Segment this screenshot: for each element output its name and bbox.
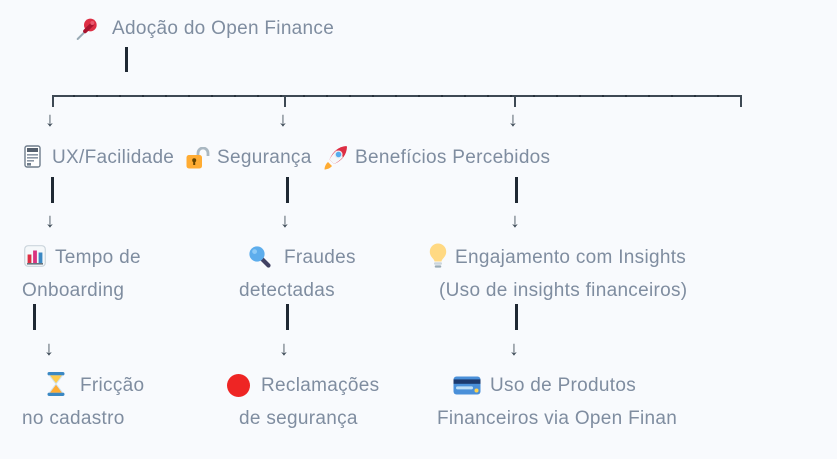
node-beneficios-percebidos: Benefícios Percebidos [355,147,551,168]
light-bulb-icon [429,243,447,268]
node-ux-facilidade: UX/Facilidade [52,147,175,168]
branch-tee-middle [284,95,286,107]
pushpin-icon [76,18,97,40]
bar-chart-icon [24,245,46,267]
arrow-down: ↓ [279,338,289,360]
arrow-down: ↓ [508,109,518,131]
node-tempo-de-onboarding-line1: Tempo de [55,247,141,268]
node-reclamacoes-seguranca-line2: de segurança [239,408,358,429]
root-connector-bar [125,47,128,72]
red-circle-icon [227,374,250,397]
node-tempo-de-onboarding-line2: Onboarding [22,280,125,301]
connector-bar [515,304,518,330]
connector-bar [515,177,518,203]
arrow-down: ↓ [45,109,55,131]
arrow-down: ↓ [45,210,55,232]
open-lock-icon [186,147,210,169]
node-seguranca: Segurança [217,147,312,168]
node-engajamento-insights-line2: (Uso de insights financeiros) [439,280,688,301]
node-friccao-cadastro-line1: Fricção [80,375,145,396]
node-engajamento-insights-line1: Engajamento com Insights [455,247,687,268]
branch-corner-right [740,95,742,107]
root-label: Adoção do Open Finance [112,18,335,39]
connector-bar [33,304,36,330]
hourglass-icon [47,372,65,396]
arrow-down: ↓ [510,210,520,232]
node-fraudes-detectadas-line2: detectadas [239,280,335,301]
root-node: Adoção do Open Finance [75,16,334,42]
magnifier-icon [249,246,271,268]
branch-tee-right [514,95,516,107]
mobile-phone-icon [24,145,41,168]
branch-corner-left [52,95,54,107]
arrow-down: ↓ [44,338,54,360]
node-uso-produtos-line2: Financeiros via Open Finan [437,408,678,429]
node-reclamacoes-seguranca-line1: Reclamações [261,375,380,396]
arrow-down: ↓ [280,210,290,232]
node-fraudes-detectadas-line1: Fraudes [284,247,356,268]
connector-bar [286,177,289,203]
rocket-icon [324,146,347,170]
arrow-down: ↓ [509,338,519,360]
connector-bar [51,177,54,203]
node-friccao-cadastro-line2: no cadastro [22,408,125,429]
arrow-down: ↓ [278,109,288,131]
node-uso-produtos-line1: Uso de Produtos [490,375,637,396]
branch-horizontal-line [52,95,742,97]
credit-card-icon [453,376,481,395]
connector-bar [286,304,289,330]
